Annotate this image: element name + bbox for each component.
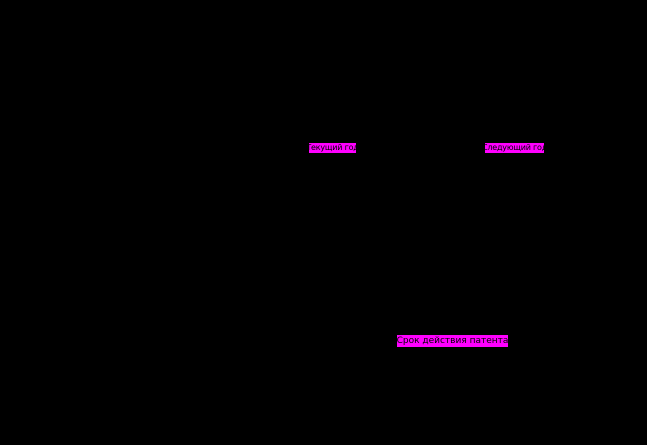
next-year-label: Следующий год [481, 143, 548, 153]
patent-term-label: Срок действия патента [396, 335, 509, 347]
current-year-label: Текущий год [306, 143, 359, 153]
